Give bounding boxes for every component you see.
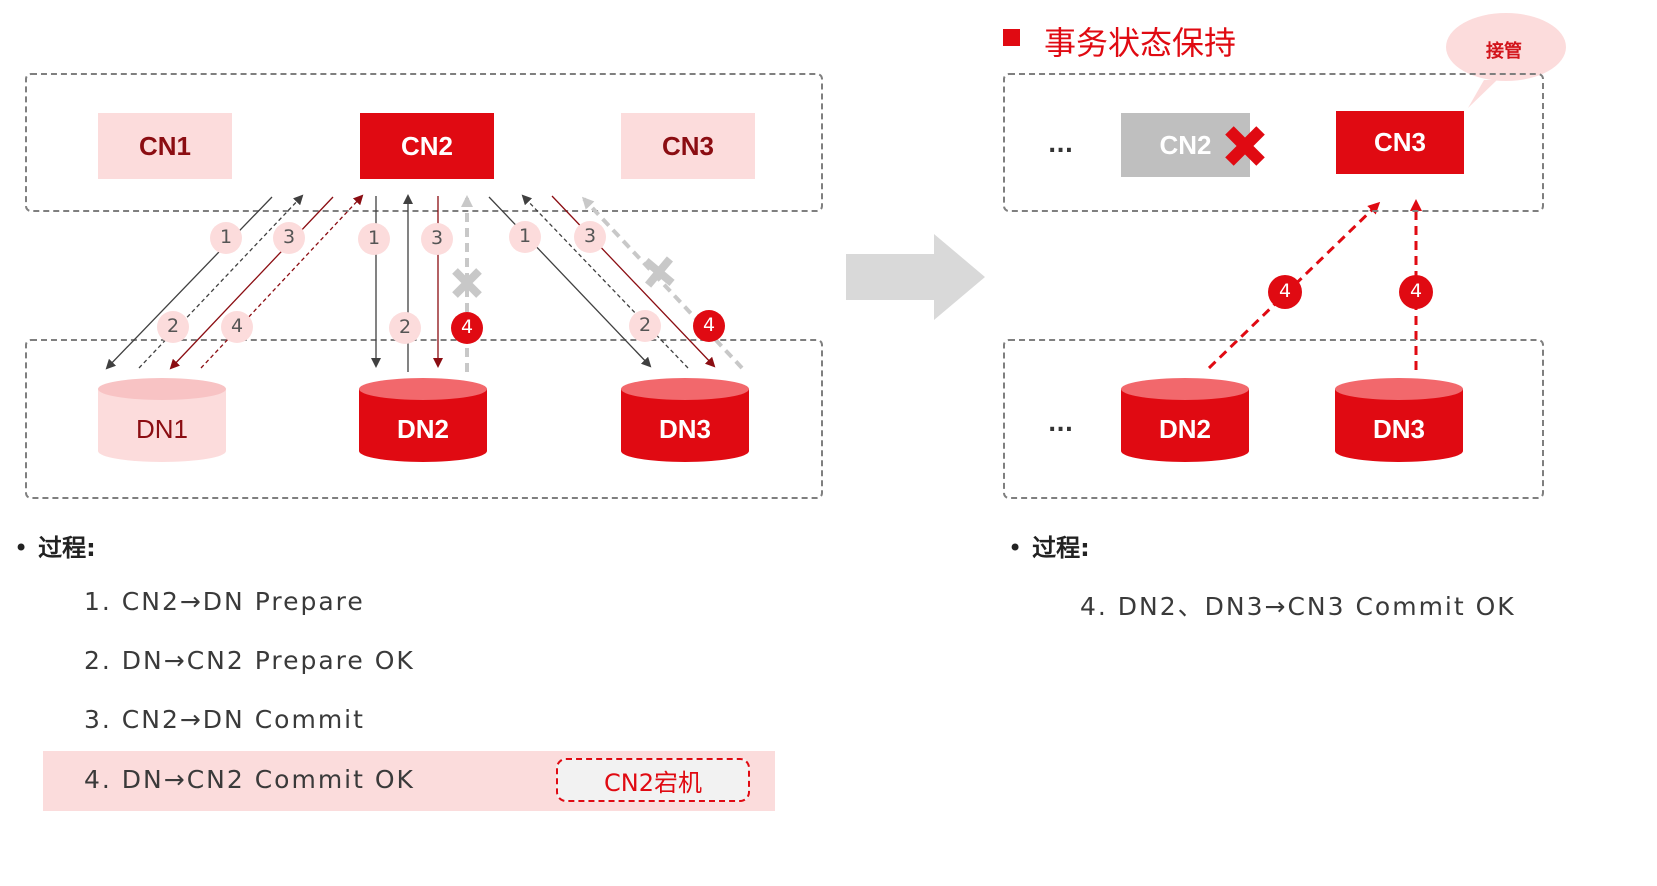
badge-3 xyxy=(421,223,453,255)
badge-3 xyxy=(273,222,305,254)
badge-1 xyxy=(358,223,390,255)
arrow-1-cn2-dn1 xyxy=(105,196,273,370)
cn3-node: CN3 xyxy=(621,113,755,179)
badge-2 xyxy=(389,312,421,344)
dn2-cylinder xyxy=(359,378,487,462)
arrow-2-dn1-cn2 xyxy=(138,194,304,369)
badge-label: 3 xyxy=(430,227,444,249)
badge-4 xyxy=(221,311,253,343)
process-label: 过程: xyxy=(1032,534,1090,562)
badge-label: 1 xyxy=(518,225,532,247)
badge-label: 4 xyxy=(230,315,244,337)
cn-ellipsis: ... xyxy=(1048,133,1074,158)
step-1: 1. CN2→DN Prepare xyxy=(84,587,365,616)
dn3-label-right: DN3 xyxy=(1372,414,1425,444)
process-heading-left: • 过程: xyxy=(14,528,96,563)
bullet-dot: • xyxy=(14,534,29,562)
step-4: 4. DN→CN2 Commit OK xyxy=(84,765,415,794)
step-4-right: 4. DN2、DN3→CN3 Commit OK xyxy=(1080,592,1516,621)
takeover-label: 接管 xyxy=(1486,41,1522,62)
cn2-node-failed: CN2 xyxy=(1121,113,1250,177)
dn3-label: DN3 xyxy=(658,414,711,444)
arrow-2-dn3-cn2 xyxy=(521,194,689,369)
badge-circles-left xyxy=(157,221,725,344)
badge-4 xyxy=(693,310,725,342)
badge-label-right: 4 xyxy=(1409,280,1423,302)
badge-2 xyxy=(157,311,189,343)
cn-group-box-right xyxy=(1003,73,1544,212)
title-square-icon xyxy=(1003,29,1020,46)
cn3-node-right: CN3 xyxy=(1336,111,1464,174)
badge-4-right xyxy=(1268,275,1302,309)
badge-label: 4 xyxy=(460,316,474,338)
dn-ellipsis: ... xyxy=(1048,412,1074,437)
right-title: 事务状态保持 xyxy=(1044,24,1237,62)
dn3-cylinder xyxy=(621,378,749,462)
badge-label: 4 xyxy=(702,314,716,336)
badge-label: 2 xyxy=(638,314,652,336)
arrow-3-cn2-dn1 xyxy=(169,196,334,370)
badge-label-right: 4 xyxy=(1278,280,1292,302)
cn-group-box xyxy=(25,73,823,212)
badge-label: 1 xyxy=(219,226,233,248)
dn1-label: DN1 xyxy=(135,414,188,444)
badge-2 xyxy=(629,310,661,342)
dn-group-box-right xyxy=(1003,339,1544,499)
bullet-dot: • xyxy=(1008,534,1023,562)
step-2: 2. DN→CN2 Prepare OK xyxy=(84,646,415,675)
dn2-label-right: DN2 xyxy=(1158,414,1211,444)
failed-x-icon xyxy=(643,256,675,288)
badge-label: 2 xyxy=(166,315,180,337)
badge-label: 3 xyxy=(282,226,296,248)
arrow-3-cn2-dn3 xyxy=(551,195,716,368)
process-label: 过程: xyxy=(38,534,96,562)
badge-3 xyxy=(574,221,606,253)
badge-1 xyxy=(509,221,541,253)
badge-4 xyxy=(451,312,483,344)
cn2-crash-tag: CN2宕机 xyxy=(556,758,750,802)
arrow-4-dn1-cn2 xyxy=(200,194,364,369)
step-3: 3. CN2→DN Commit xyxy=(84,705,365,734)
badge-1 xyxy=(210,222,242,254)
badge-label: 3 xyxy=(583,225,597,247)
takeover-bubble xyxy=(1446,13,1566,108)
dn3-cylinder-right xyxy=(1335,378,1463,462)
badge-label: 1 xyxy=(367,227,381,249)
dn2-cylinder-right xyxy=(1121,378,1249,462)
dn2-label: DN2 xyxy=(396,414,449,444)
process-heading-right: • 过程: xyxy=(1008,528,1090,563)
cn1-node: CN1 xyxy=(98,113,232,179)
failed-x-icon xyxy=(452,268,482,298)
arrow-1-cn2-dn3 xyxy=(488,196,652,368)
cn2-node: CN2 xyxy=(360,113,494,179)
badge-label: 2 xyxy=(398,316,412,338)
dn1-cylinder xyxy=(98,378,226,462)
arrow-4-dn2-cn3 xyxy=(1207,201,1381,370)
transition-arrow xyxy=(846,234,985,320)
badge-4-right xyxy=(1399,275,1433,309)
dn-group-box xyxy=(25,339,823,499)
